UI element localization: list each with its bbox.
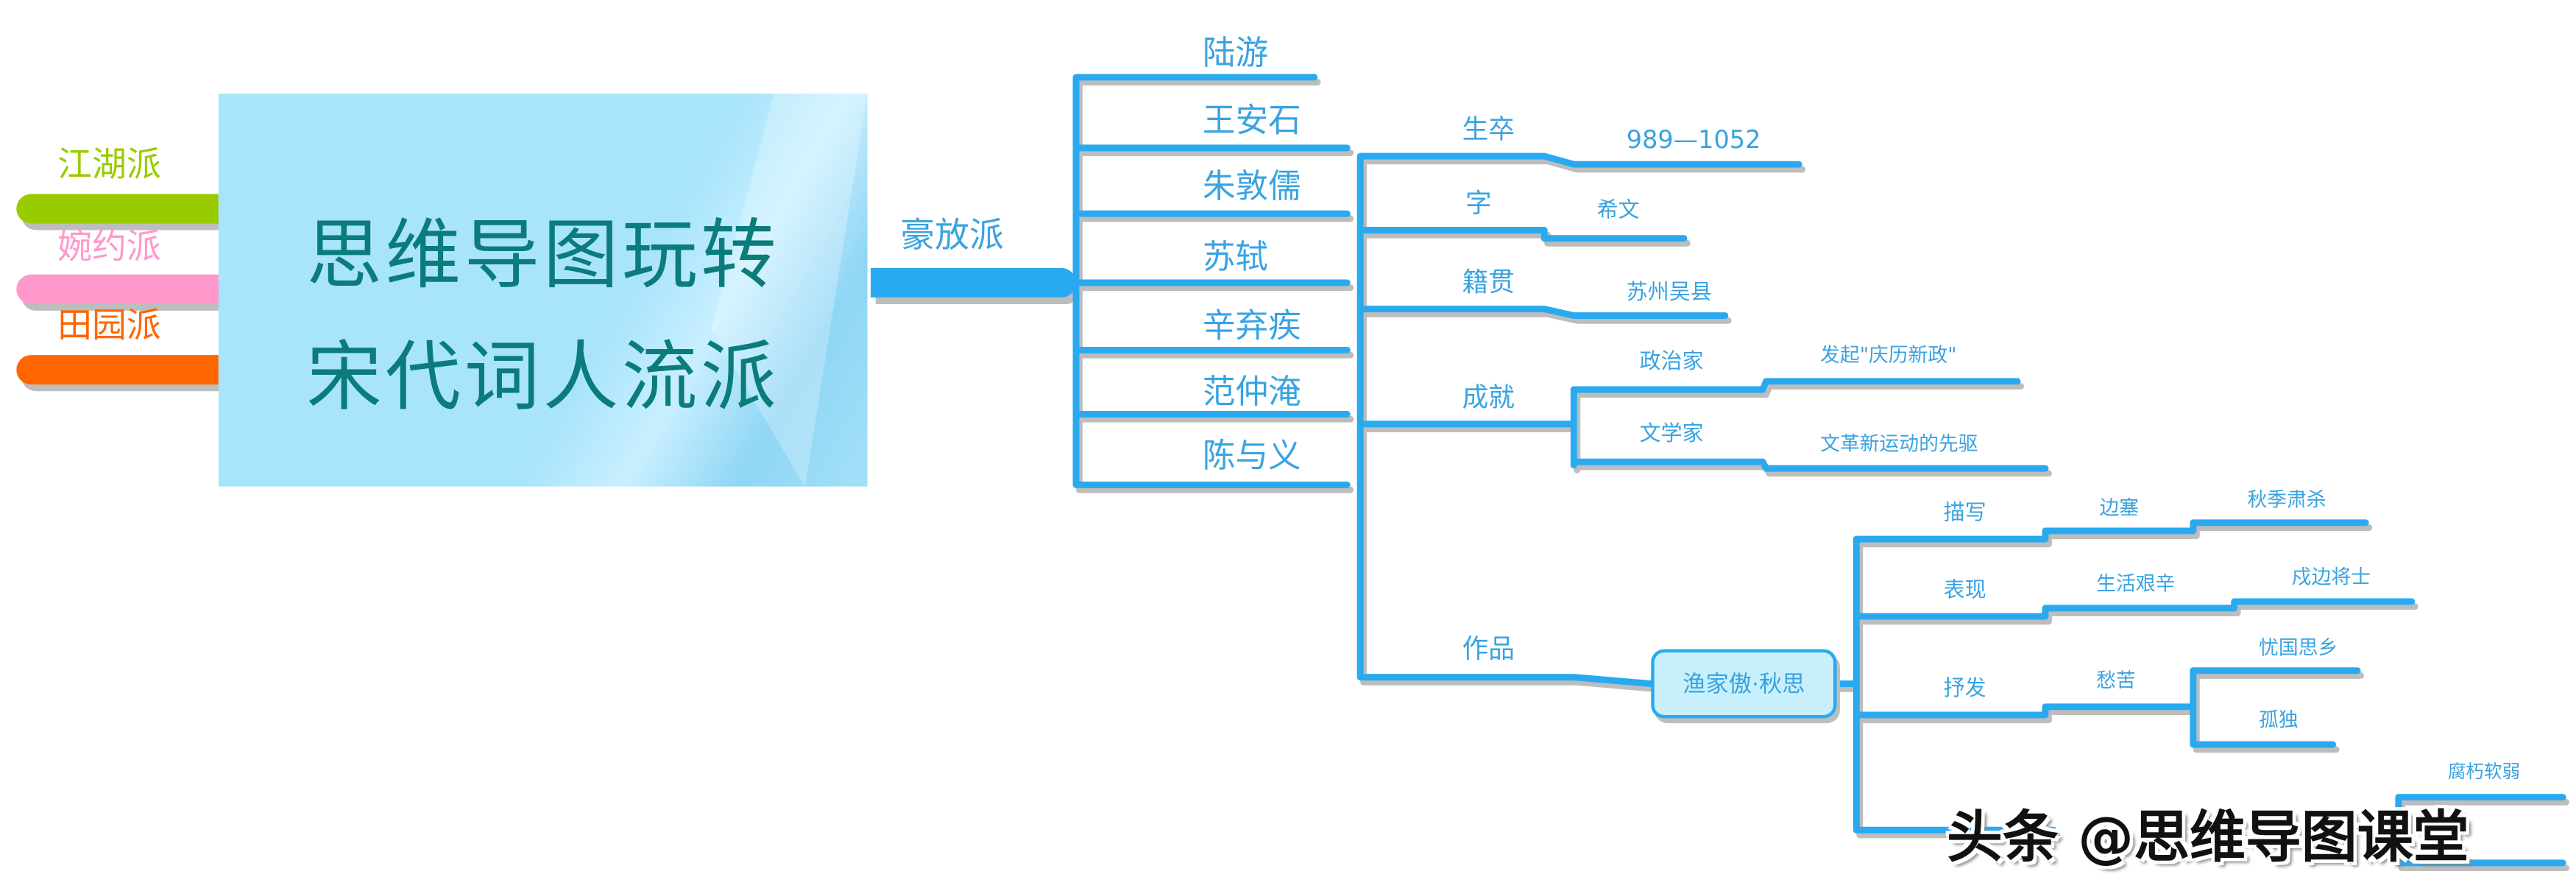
branch-label-wanyue[interactable]: 婉约派 (57, 227, 161, 267)
node-life-value[interactable]: 989—1052 (1626, 124, 1761, 155)
central-topic[interactable]: 思维导图玩转 宋代词人流派 (218, 94, 868, 487)
poet-zhu-dunru[interactable]: 朱敦儒 (1202, 166, 1301, 206)
node-origin-value[interactable]: 苏州吴县 (1626, 281, 1712, 306)
poet-fan-zhongyan[interactable]: 范仲淹 (1202, 371, 1301, 412)
node-convey-value[interactable]: 愁苦 (2096, 669, 2136, 692)
node-writer-label[interactable]: 文学家 (1639, 422, 1704, 448)
node-extra-detail[interactable]: 腐朽软弱 (2447, 761, 2521, 783)
branch-bar-tianyuan[interactable] (16, 355, 219, 385)
node-politician-value[interactable]: 发起"庆历新政" (1820, 343, 1957, 367)
node-zi-value[interactable]: 希文 (1596, 199, 1640, 224)
node-convey-detail-2[interactable]: 孤独 (2259, 708, 2299, 732)
node-express-value[interactable]: 生活艰辛 (2096, 571, 2176, 596)
branch-label-jianghu[interactable]: 江湖派 (57, 144, 161, 184)
poet-xin-qiji[interactable]: 辛弃疾 (1202, 306, 1301, 345)
node-express-label[interactable]: 表现 (1943, 578, 1986, 604)
title-line-1: 思维导图玩转 (306, 210, 780, 300)
poet-su-shi[interactable]: 苏轼 (1202, 236, 1269, 276)
branch-label-haofang[interactable]: 豪放派 (900, 215, 1004, 255)
node-describe-detail[interactable]: 秋季肃杀 (2247, 487, 2326, 512)
node-politician-label[interactable]: 政治家 (1639, 350, 1704, 375)
node-convey-label[interactable]: 抒发 (1943, 677, 1986, 702)
node-convey-detail-1[interactable]: 忧国思乡 (2259, 635, 2338, 660)
node-work-title[interactable]: 渔家傲·秋思 (1651, 649, 1837, 719)
poet-lu-you[interactable]: 陆游 (1202, 32, 1269, 73)
poet-wang-anshi[interactable]: 王安石 (1202, 100, 1301, 140)
node-describe-value[interactable]: 边塞 (2099, 496, 2140, 520)
node-works-label[interactable]: 作品 (1462, 633, 1515, 664)
work-title-text: 渔家傲·秋思 (1682, 672, 1805, 699)
branch-label-tianyuan[interactable]: 田园派 (57, 306, 161, 345)
title-line-2: 宋代词人流派 (306, 331, 780, 421)
node-zi-label[interactable]: 字 (1465, 187, 1492, 219)
branch-bar-wanyue[interactable] (16, 274, 219, 304)
node-writer-value[interactable]: 文革新运动的先驱 (1820, 432, 1978, 456)
branch-bar-haofang[interactable] (871, 267, 1077, 298)
watermark: 头条 @思维导图课堂 (1947, 805, 2469, 872)
node-describe-label[interactable]: 描写 (1943, 501, 1986, 526)
node-achievement-label[interactable]: 成就 (1462, 381, 1515, 413)
node-express-detail[interactable]: 戍边将士 (2291, 565, 2371, 589)
node-origin-label[interactable]: 籍贯 (1462, 266, 1515, 298)
node-life-label[interactable]: 生卒 (1462, 113, 1515, 145)
branch-bar-jianghu[interactable] (16, 194, 219, 224)
poet-chen-yuyi[interactable]: 陈与义 (1202, 435, 1301, 476)
